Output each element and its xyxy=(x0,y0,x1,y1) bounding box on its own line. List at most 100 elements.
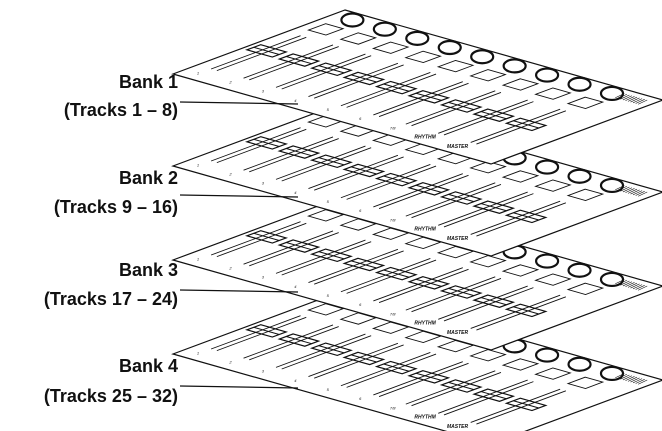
fader-knob xyxy=(277,239,321,253)
panel-outline xyxy=(171,101,662,257)
pan-knob-icon xyxy=(502,58,527,74)
channel-label: 2 xyxy=(228,79,232,84)
fader-knob xyxy=(309,154,353,169)
status-key xyxy=(566,96,605,109)
pan-knob-icon xyxy=(599,365,625,382)
channel-strip: 1 xyxy=(197,12,365,75)
channel-strip: RHYTHM xyxy=(414,356,592,421)
channel-label: 3 xyxy=(262,369,265,374)
status-key xyxy=(534,87,572,100)
status-key xyxy=(534,179,572,192)
pan-knob-icon xyxy=(534,159,560,175)
channel-label: 4 xyxy=(294,98,297,103)
pan-knob-icon xyxy=(599,177,625,194)
fader-knob xyxy=(244,44,289,58)
status-key xyxy=(566,376,605,389)
status-key xyxy=(566,282,605,295)
channel-label: RHYTHM xyxy=(414,321,436,327)
bank-label-3: Bank 3 (Tracks 17 – 24) xyxy=(44,260,178,309)
fader-knob xyxy=(439,191,483,205)
channel-label: RHYTHM xyxy=(414,135,436,141)
fader-knob xyxy=(277,333,321,347)
fader-knob xyxy=(472,108,516,122)
fader-knob xyxy=(342,71,386,86)
pan-knob-icon xyxy=(534,347,560,363)
channel-label: 1 xyxy=(197,162,199,167)
leader-line-3 xyxy=(179,289,299,293)
channel-label: 3 xyxy=(262,275,265,280)
channel-strip: 6 xyxy=(359,244,527,307)
channel-label: RHYTHM xyxy=(414,227,436,233)
fader-knob xyxy=(504,397,548,412)
pan-knob-icon xyxy=(340,12,365,28)
channel-label: 2 xyxy=(228,265,232,270)
channel-strip: MASTER xyxy=(447,271,625,336)
bank-2-title: Bank 2 xyxy=(119,168,178,188)
channel-strip: MASTER xyxy=(447,85,625,150)
channel-label: 5 xyxy=(327,107,330,112)
leader-line-2 xyxy=(179,194,299,198)
pan-knob-icon xyxy=(599,271,625,288)
channel-label: 4 xyxy=(294,378,297,383)
status-key xyxy=(371,41,410,54)
panel-outline xyxy=(171,195,662,351)
pan-knob-icon xyxy=(405,30,430,46)
fader-knob xyxy=(504,303,548,318)
leader-line-4 xyxy=(179,385,299,389)
bank-label-2: Bank 2 (Tracks 9 – 16) xyxy=(54,168,178,217)
fader-knob xyxy=(277,145,321,159)
pan-knob-icon xyxy=(534,67,560,83)
channel-label: 6 xyxy=(359,116,362,121)
panel-outline xyxy=(171,289,662,431)
fader-knob xyxy=(342,257,386,272)
channel-strip: RHYTHM xyxy=(414,76,592,141)
fader-panels: 1234567/8RHYTHMMASTER1234567/8RHYTHMMAST… xyxy=(171,9,662,431)
fader-knob xyxy=(244,324,289,338)
channel-strip: 7/8 xyxy=(390,159,560,222)
channel-strip: 6 xyxy=(359,58,527,121)
channel-strip: 7/8 xyxy=(390,347,560,410)
pan-knob-icon xyxy=(567,168,592,184)
status-key xyxy=(501,264,540,277)
pan-knob-icon xyxy=(567,76,592,92)
channel-label: 2 xyxy=(228,171,232,176)
status-key xyxy=(307,23,345,36)
channel-label: 1 xyxy=(197,256,199,261)
channel-label: 1 xyxy=(197,70,199,75)
channel-label: 6 xyxy=(359,208,362,213)
bank-1-title: Bank 1 xyxy=(119,72,178,92)
fader-knob xyxy=(244,136,289,150)
fader-knob xyxy=(407,90,451,104)
bank-3-range: (Tracks 17 – 24) xyxy=(44,289,178,309)
fader-knob xyxy=(374,80,418,95)
pan-knob-icon xyxy=(372,21,397,37)
channel-label: 7/8 xyxy=(390,125,396,130)
fader-knob xyxy=(309,62,353,77)
channel-label: 6 xyxy=(359,396,362,401)
fader-knob xyxy=(439,379,483,393)
fader-knob xyxy=(309,342,353,357)
channel-strip: 6 xyxy=(359,150,527,213)
bank-2-range: (Tracks 9 – 16) xyxy=(54,197,178,217)
status-key xyxy=(566,188,605,201)
channel-label: 1 xyxy=(197,350,199,355)
pan-knob-icon xyxy=(470,49,495,65)
fader-knob xyxy=(309,248,353,263)
channel-strip: RHYTHM xyxy=(414,168,592,233)
fader-knob xyxy=(374,360,418,375)
pan-knob-icon xyxy=(567,356,592,372)
bank-3-title: Bank 3 xyxy=(119,260,178,280)
channel-label: 3 xyxy=(262,89,265,94)
bank-4-range: (Tracks 25 – 32) xyxy=(44,386,178,406)
bank-label-4: Bank 4 (Tracks 25 – 32) xyxy=(44,356,178,406)
status-key xyxy=(469,161,507,174)
status-key xyxy=(534,367,572,380)
fader-knob xyxy=(407,182,451,196)
channel-label: RHYTHM xyxy=(414,415,436,421)
channel-label: MASTER xyxy=(447,330,469,336)
panel-outline xyxy=(171,9,662,165)
fader-knob xyxy=(472,294,516,308)
